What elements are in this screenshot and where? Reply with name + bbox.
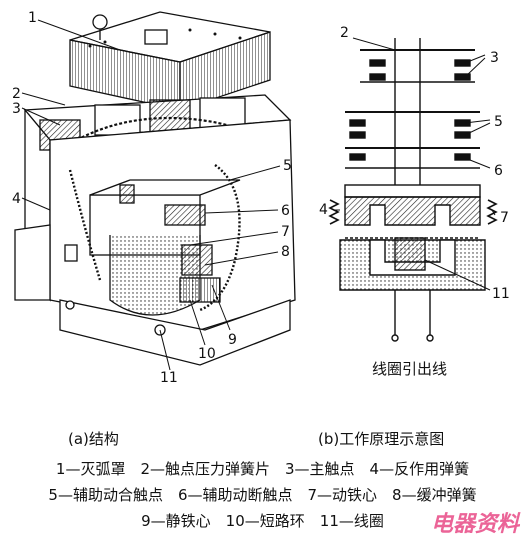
r-callout-4: 4 <box>319 202 328 218</box>
r-callout-2: 2 <box>340 25 349 41</box>
right-callout-numbers: 2 3 5 6 4 7 11 <box>319 25 510 302</box>
right-leaders <box>333 37 496 291</box>
legend-line-1: 1—灭弧罩 2—触点压力弹簧片 3—主触点 4—反作用弹簧 <box>55 460 470 478</box>
principle-schematic <box>328 38 498 342</box>
legend-line-2: 5—辅助动合触点 6—辅助动断触点 7—动铁心 8—缓冲弹簧 <box>48 486 477 504</box>
left-leaders <box>21 19 281 371</box>
r-callout-11: 11 <box>492 286 510 302</box>
callout-7: 7 <box>281 224 290 240</box>
callout-8: 8 <box>281 244 290 260</box>
caption-b: (b)工作原理示意图 <box>318 430 445 448</box>
callout-9: 9 <box>228 332 237 348</box>
r-callout-7: 7 <box>500 210 509 226</box>
callout-4: 4 <box>12 191 21 207</box>
r-callout-6: 6 <box>494 163 503 179</box>
callout-1: 1 <box>28 10 37 26</box>
structure-drawing <box>14 11 296 366</box>
legend-line-3: 9—静铁心 10—短路环 11—线圈 <box>141 512 384 530</box>
callout-11: 11 <box>160 370 178 386</box>
watermark-logo: 电器资料 <box>430 512 519 537</box>
callout-10: 10 <box>198 346 216 362</box>
left-callout-numbers: 1 2 3 4 5 6 7 8 9 10 11 <box>12 10 292 386</box>
r-callout-5: 5 <box>494 114 503 130</box>
caption-a: (a)结构 <box>68 430 119 448</box>
callout-6: 6 <box>281 203 290 219</box>
callout-5: 5 <box>283 158 292 174</box>
callout-3: 3 <box>12 101 21 117</box>
r-callout-3: 3 <box>490 50 499 66</box>
coil-lead-label: 线圈引出线 <box>372 360 448 378</box>
callout-2: 2 <box>12 86 21 102</box>
